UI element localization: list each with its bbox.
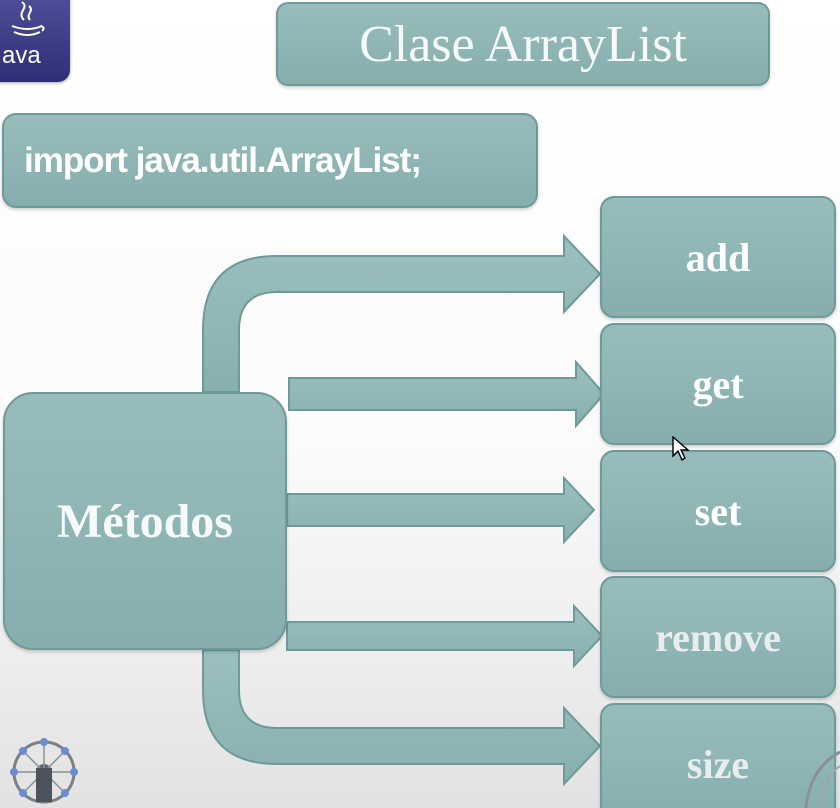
java-cup-icon	[11, 1, 45, 36]
mouse-cursor-icon	[672, 436, 690, 462]
java-logo-text: ava	[2, 42, 41, 69]
slide-title: Clase ArrayList	[276, 2, 770, 86]
java-logo: ava	[0, 0, 70, 82]
corner-decoration	[804, 750, 840, 808]
metodos-box: Métodos	[3, 392, 287, 650]
method-add: add	[600, 196, 836, 318]
ferris-wheel-icon	[10, 738, 78, 804]
arrow-to-size	[202, 649, 602, 787]
arrow-to-remove	[286, 603, 604, 669]
method-remove: remove	[600, 576, 836, 698]
method-set: set	[600, 450, 836, 572]
arrow-to-add	[202, 233, 602, 393]
method-size: size	[600, 703, 836, 808]
arrow-to-set	[286, 475, 596, 545]
arrow-to-get	[288, 359, 606, 429]
import-statement: import java.util.ArrayList;	[2, 113, 538, 208]
method-get: get	[600, 323, 836, 445]
